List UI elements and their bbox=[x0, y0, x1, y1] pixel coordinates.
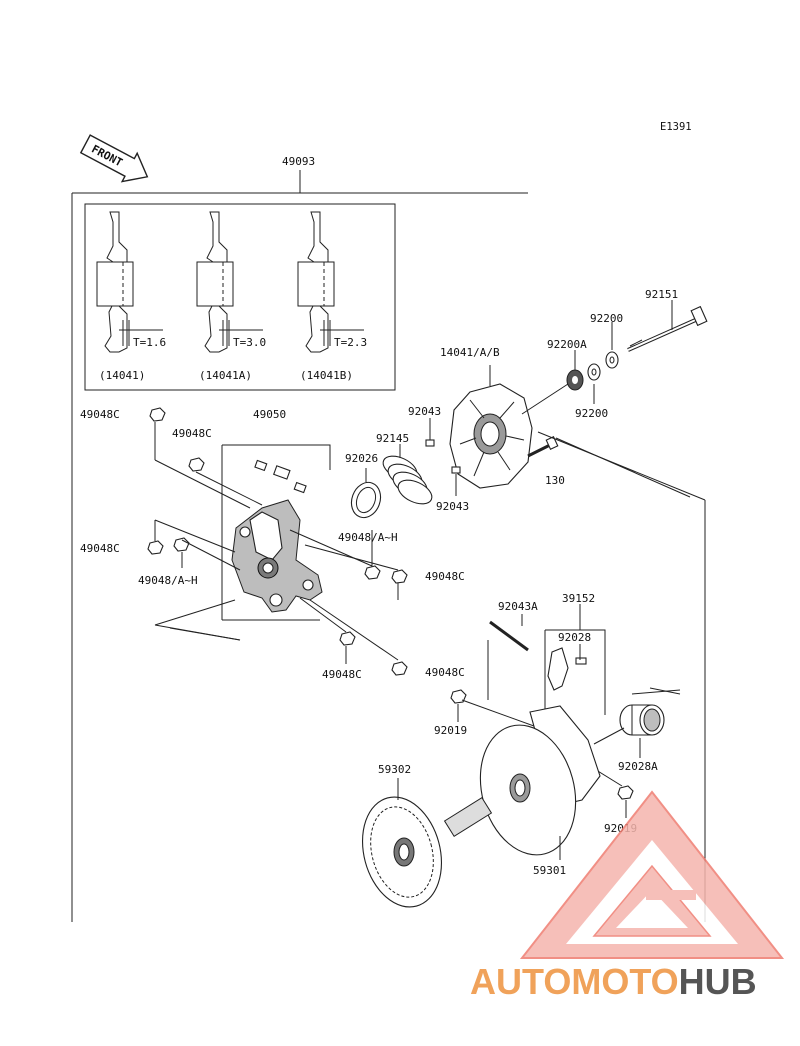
callout-49093: 49093 bbox=[282, 155, 315, 168]
variant-drawing: T=2.3 (14041B) bbox=[297, 211, 367, 382]
callout-92043a: 92043A bbox=[498, 600, 538, 613]
watermark-logo bbox=[519, 790, 785, 959]
variant-thickness: T=3.0 bbox=[233, 336, 266, 349]
spider-pins bbox=[254, 459, 307, 494]
variant-box bbox=[84, 203, 396, 391]
callout-49048c-d: 49048C bbox=[425, 570, 465, 583]
callout-49048ah-b: 49048/A~H bbox=[338, 531, 398, 544]
spring-92145 bbox=[382, 455, 433, 505]
callout-49048c-e: 49048C bbox=[322, 668, 362, 681]
callout-92028: 92028 bbox=[558, 631, 591, 644]
variant-drawing: T=1.6 (14041) bbox=[96, 211, 166, 382]
cover-14041 bbox=[449, 383, 533, 489]
variant-thickness: T=1.6 bbox=[133, 336, 166, 349]
callout-59302: 59302 bbox=[378, 763, 411, 776]
bolt-92151 bbox=[627, 305, 708, 352]
collar-92028a bbox=[619, 704, 665, 736]
callout-92200-a: 92200 bbox=[590, 312, 623, 325]
callout-92043-a: 92043 bbox=[408, 405, 441, 418]
variant-code: (14041) bbox=[99, 369, 145, 382]
nut-icons bbox=[147, 407, 408, 676]
pin-92043a bbox=[489, 620, 529, 652]
callout-92151: 92151 bbox=[645, 288, 678, 301]
callout-92145: 92145 bbox=[376, 432, 409, 445]
ring-92026 bbox=[350, 481, 382, 519]
callout-49048c-b: 49048C bbox=[172, 427, 212, 440]
callout-49048c-a: 49048C bbox=[80, 408, 120, 421]
spider-hub bbox=[231, 499, 323, 613]
callout-49050: 49050 bbox=[253, 408, 286, 421]
variant-code: (14041B) bbox=[300, 369, 353, 382]
bolt-130 bbox=[527, 436, 559, 458]
callout-92026: 92026 bbox=[345, 452, 378, 465]
fixed-sheave-59302 bbox=[361, 796, 493, 908]
front-arrow-icon: FRONT bbox=[79, 134, 149, 183]
callout-39152: 39152 bbox=[562, 592, 595, 605]
callout-59301: 59301 bbox=[533, 864, 566, 877]
callout-14041ab: 14041/A/B bbox=[440, 346, 500, 359]
assembly-bracket bbox=[71, 170, 528, 922]
callout-49048ah-a: 49048/A~H bbox=[138, 574, 198, 587]
bearing-92200a bbox=[566, 369, 584, 391]
variant-group: T=1.6 (14041) T=3.0 (14041A) T=2.3 (14041B) bbox=[96, 211, 367, 382]
washers-92200 bbox=[587, 351, 619, 381]
variant-thickness: T=2.3 bbox=[334, 336, 367, 349]
watermark-text-a: AUTOMOTO bbox=[470, 961, 679, 1002]
watermark-text-b: HUB bbox=[679, 961, 757, 1002]
callout-130: 130 bbox=[545, 474, 565, 487]
moveable-sheave-59301 bbox=[479, 705, 601, 856]
callout-92200a: 92200A bbox=[547, 338, 587, 351]
callout-92028a: 92028A bbox=[618, 760, 658, 773]
variant-drawing: T=3.0 (14041A) bbox=[196, 211, 266, 382]
box-39152 bbox=[544, 604, 606, 715]
callout-92043-b: 92043 bbox=[436, 500, 469, 513]
watermark-text: AUTOMOTOHUB bbox=[470, 961, 757, 1002]
callout-49048c-f: 49048C bbox=[425, 666, 465, 679]
callout-92200-b: 92200 bbox=[575, 407, 608, 420]
callout-49048c-c: 49048C bbox=[80, 542, 120, 555]
callout-92019-a: 92019 bbox=[434, 724, 467, 737]
diagram-code: E1391 bbox=[660, 121, 692, 133]
variant-code: (14041A) bbox=[199, 369, 252, 382]
